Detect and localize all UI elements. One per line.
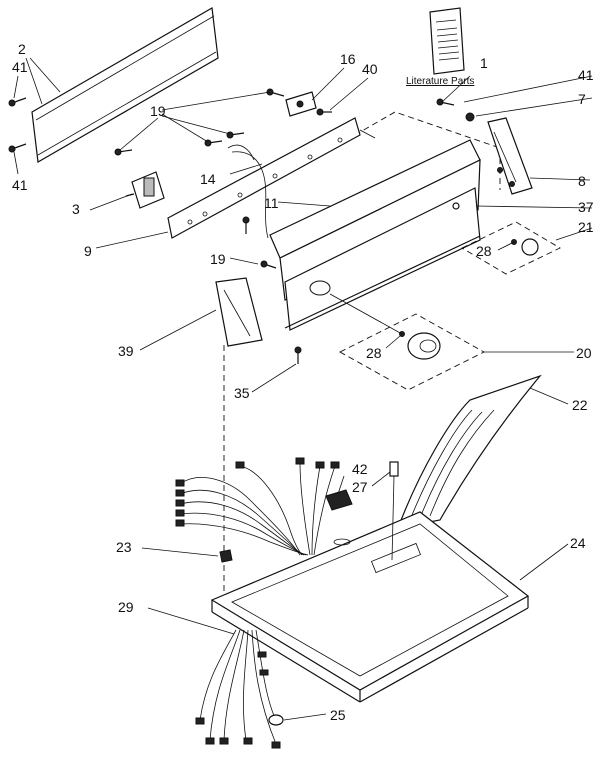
- label-3: 3: [72, 201, 80, 217]
- console-housing: [269, 111, 501, 331]
- label-27: 27: [352, 479, 368, 495]
- label-35: 35: [234, 385, 250, 401]
- label-23: 23: [116, 539, 132, 555]
- rear-panel: [31, 7, 219, 163]
- timer-switch: [125, 171, 165, 209]
- harness-14: [227, 144, 269, 239]
- label-29: 29: [118, 599, 134, 615]
- leader-lines: [13, 57, 593, 721]
- label-20: 20: [576, 345, 592, 361]
- end-cap-8: [487, 117, 533, 195]
- duct-22: [397, 374, 542, 529]
- label-22: 22: [572, 397, 588, 413]
- screw-40: [316, 108, 332, 116]
- literature-booklet: [429, 7, 465, 75]
- label-21: 21: [578, 219, 594, 235]
- wire-harness: [175, 457, 340, 556]
- label-42: 42: [352, 461, 368, 477]
- literature-parts-label: Literature Parts: [406, 76, 474, 87]
- label-16: 16: [340, 51, 356, 67]
- label-24: 24: [570, 535, 586, 551]
- label-39: 39: [118, 343, 134, 359]
- label-25: 25: [330, 707, 346, 723]
- knob-21-box: [461, 221, 561, 275]
- label-9: 9: [84, 243, 92, 259]
- label-19-top: 19: [150, 103, 166, 119]
- label-41-bottom: 41: [12, 177, 28, 193]
- screw-35: [294, 346, 302, 364]
- label-28-left: 28: [366, 345, 382, 361]
- screw-19-f: [260, 260, 277, 269]
- label-41-right: 41: [578, 67, 594, 83]
- screw-19-a: [266, 88, 285, 97]
- part-37: [452, 202, 460, 210]
- label-19-bottom: 19: [210, 251, 226, 267]
- screw-41-bottom: [8, 143, 27, 153]
- side-bracket-39: [215, 277, 263, 347]
- screw-41-top: [8, 97, 27, 107]
- label-41-top: 41: [12, 59, 28, 75]
- screw-19-d: [226, 131, 245, 139]
- label-40: 40: [362, 61, 378, 77]
- label-11: 11: [264, 195, 279, 211]
- screw-19-e: [242, 216, 250, 234]
- clip-7: [465, 112, 475, 122]
- label-7: 7: [578, 91, 586, 107]
- label-14: 14: [200, 171, 216, 187]
- clip-23: [219, 549, 233, 563]
- top-panel-24: [210, 511, 530, 703]
- connector-42: [325, 489, 353, 511]
- lower-harness: [195, 629, 284, 749]
- label-28-right: 28: [476, 243, 492, 259]
- screw-19-c: [204, 139, 223, 147]
- label-2: 2: [18, 41, 26, 57]
- switch-16: [285, 91, 317, 117]
- label-8: 8: [578, 173, 586, 189]
- label-37: 37: [578, 199, 594, 215]
- knob-20-box: [329, 293, 485, 391]
- screw-19-b: [114, 148, 133, 156]
- fuse-27: [389, 461, 399, 561]
- label-1: 1: [480, 55, 488, 71]
- screw-41-right: [436, 98, 455, 106]
